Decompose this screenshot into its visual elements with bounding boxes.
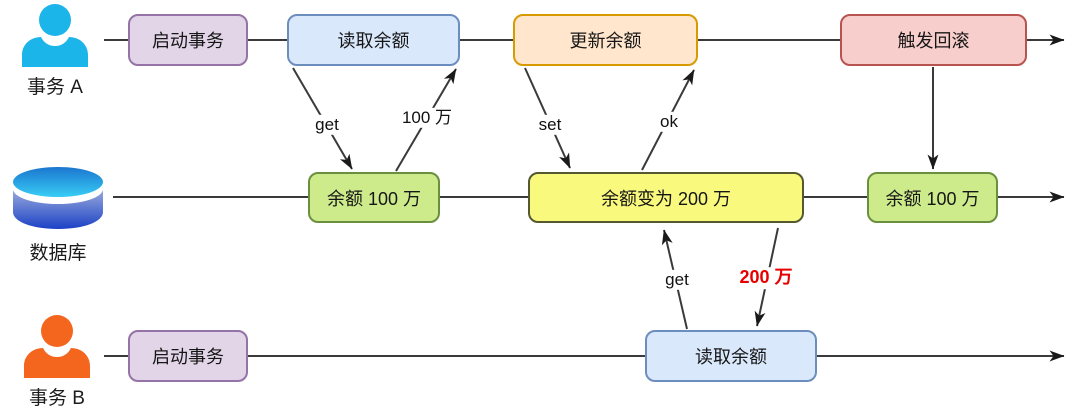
edge-label-a-ok: ok xyxy=(657,111,681,133)
node-b-start-transaction: 启动事务 xyxy=(128,330,248,382)
node-b-read-balance: 读取余额 xyxy=(645,330,817,382)
database-icon xyxy=(13,167,103,229)
actor-transaction-b: 事务 B xyxy=(20,315,94,410)
node-db-balance-100-restored: 余额 100 万 xyxy=(867,172,998,223)
actor-database: 数据库 xyxy=(10,162,106,265)
actor-label-transaction-b: 事务 B xyxy=(29,388,85,409)
node-a-start-transaction: 启动事务 xyxy=(128,14,248,66)
edge-label-a-result-100: 100 万 xyxy=(398,107,456,129)
edge-label-b-result-200: 200 万 xyxy=(736,267,796,289)
actor-transaction-a: 事务 A xyxy=(18,4,92,99)
edge-label-a-set: set xyxy=(535,114,565,136)
node-a-read-balance: 读取余额 xyxy=(287,14,460,66)
person-icon xyxy=(24,315,90,378)
actor-label-transaction-a: 事务 A xyxy=(27,77,83,98)
person-icon xyxy=(22,4,88,67)
node-db-balance-100: 余额 100 万 xyxy=(308,172,440,223)
edge-label-a-get: get xyxy=(312,114,342,136)
actor-label-database: 数据库 xyxy=(29,243,87,264)
node-a-update-balance: 更新余额 xyxy=(513,14,698,66)
node-db-balance-becomes-200: 余额变为 200 万 xyxy=(528,172,804,223)
node-a-trigger-rollback: 触发回滚 xyxy=(840,14,1027,66)
edge-label-b-get: get xyxy=(662,269,692,291)
